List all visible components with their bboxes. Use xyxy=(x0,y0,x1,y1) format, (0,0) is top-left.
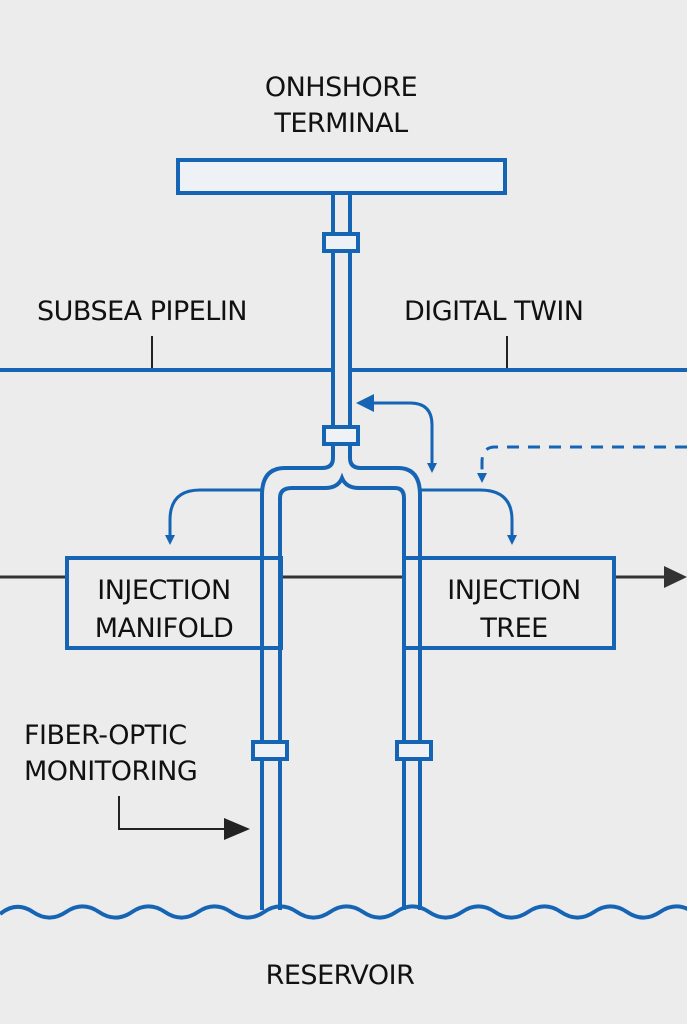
flow-arrow-to-tree xyxy=(420,488,517,545)
tree-pipe-coupling xyxy=(395,740,433,761)
pipe-coupling-upper xyxy=(322,232,360,253)
pipe-split-junction xyxy=(260,444,422,910)
reservoir-label: RESERVOIR xyxy=(266,960,415,991)
fiber-optic-label-line1: FIBER-OPTIC xyxy=(24,720,187,751)
fiber-optic-pointer-arrowhead-icon xyxy=(224,818,250,840)
subsea-pipeline-label: SUBSEA PIPELIN xyxy=(37,296,247,327)
digital-twin-label: DIGITAL TWIN xyxy=(404,296,583,327)
injection-tree-label-line2: TREE xyxy=(479,613,547,644)
onshore-terminal-label-line2: TERMINAL xyxy=(273,108,408,139)
digital-twin-feedback-arrow xyxy=(372,401,437,473)
fiber-optic-pointer-line xyxy=(118,796,228,830)
injection-tree-box xyxy=(402,556,616,650)
flowline-arrowhead-icon xyxy=(664,566,687,588)
reservoir-boundary-wave xyxy=(0,904,687,920)
injection-manifold-label-line1: INJECTION xyxy=(97,575,230,606)
main-riser-pipe xyxy=(322,195,360,446)
flow-arrow-to-manifold xyxy=(165,488,262,545)
injection-manifold-label-line2: MANIFOLD xyxy=(95,613,234,644)
arrowhead-left-icon xyxy=(356,394,374,412)
injection-manifold-box xyxy=(65,556,283,650)
pipe-coupling-lower xyxy=(322,425,360,446)
manifold-pipe-coupling xyxy=(251,740,289,761)
digital-twin-data-link xyxy=(477,445,687,483)
onshore-terminal-label-line1: ONHSHORE xyxy=(265,72,417,103)
injection-tree-label-line1: INJECTION xyxy=(447,575,580,606)
fiber-optic-label-line2: MONITORING xyxy=(24,756,197,787)
flow-arrows xyxy=(165,401,687,545)
onshore-terminal-box xyxy=(176,158,507,195)
